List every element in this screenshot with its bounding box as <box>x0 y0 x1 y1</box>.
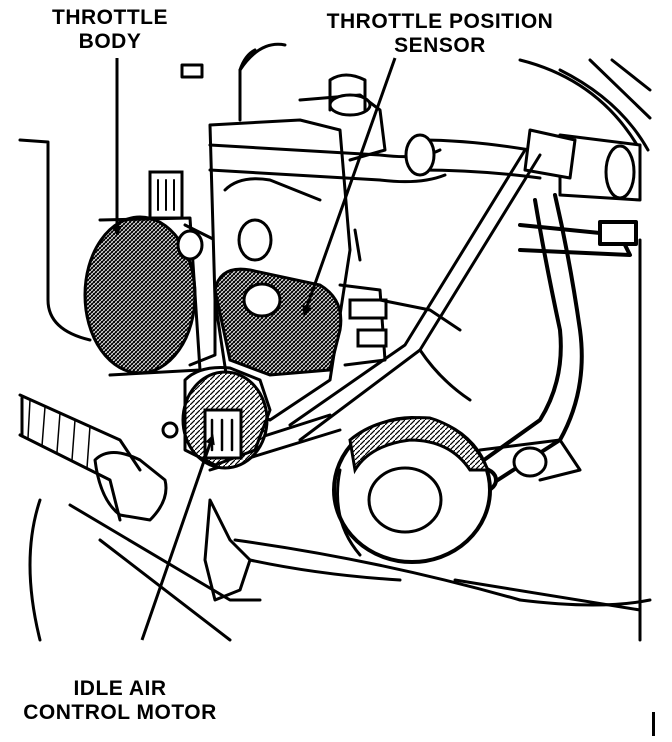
hose-clamp <box>93 451 168 522</box>
throttle-position-sensor-label: THROTTLE POSITION SENSOR <box>305 10 575 58</box>
throttle-body-part <box>83 170 217 377</box>
idle-air-control-motor-label: IDLE AIR CONTROL MOTOR <box>0 677 240 725</box>
throttle-position-sensor-leader <box>302 57 397 316</box>
edge-mark <box>652 712 655 736</box>
idle-air-control-motor-label-line-1: IDLE AIR <box>73 677 167 700</box>
engine-background <box>18 58 652 642</box>
throttle-body-label-line-1: THROTTLE <box>52 6 168 29</box>
throttle-body-label: THROTTLE BODY <box>40 6 180 54</box>
idle-air-control-motor-label-line-2: CONTROL MOTOR <box>23 701 217 724</box>
throttle-position-sensor-label-line-1: THROTTLE POSITION <box>326 10 554 33</box>
throttle-position-sensor-label-line-2: SENSOR <box>394 34 486 57</box>
throttle-body-label-line-2: BODY <box>78 30 142 53</box>
idle-air-control-motor-part <box>161 366 272 602</box>
intake-tube <box>18 393 142 522</box>
idle-air-control-motor-leader <box>140 434 215 641</box>
leader-lines <box>112 57 397 641</box>
pulley <box>332 416 582 564</box>
